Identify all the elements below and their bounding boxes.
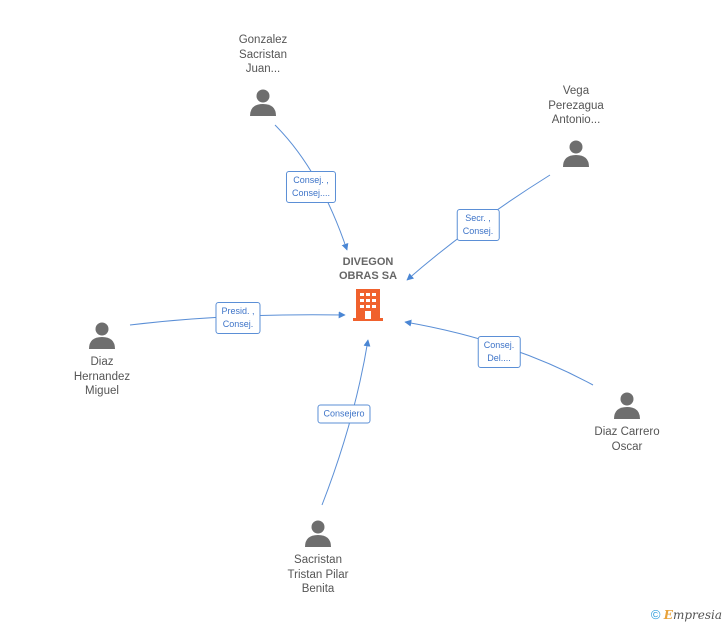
role-label-vega[interactable]: Secr. , Consej. [456,209,500,241]
building-icon[interactable] [353,287,383,321]
person-node-vega[interactable]: Vega Perezagua Antonio... [511,84,641,168]
brand-logo[interactable]: Empresia [664,608,722,622]
brand-text: mpresia [672,608,722,622]
person-name[interactable]: Vega Perezagua Antonio... [548,85,604,126]
person-name[interactable]: Gonzalez Sacristan Juan... [238,34,288,75]
role-label-gonzalez[interactable]: Consej. , Consej.... [285,171,337,203]
person-icon[interactable] [87,320,117,350]
person-icon[interactable] [248,87,278,117]
person-name[interactable]: Diaz Carrero Oscar [594,426,660,453]
person-icon[interactable] [612,390,642,420]
copyright-icon: © [650,607,661,622]
role-label-diaz-carrero[interactable]: Consej. Del.... [477,336,521,368]
role-label-sacristan[interactable]: Consejero [317,404,371,424]
person-icon[interactable] [561,138,591,168]
company-name[interactable]: DIVEGON OBRAS SA [338,256,398,282]
person-node-gonzalez[interactable]: Gonzalez Sacristan Juan... [198,33,328,117]
person-icon[interactable] [303,518,333,548]
brand-initial: E [663,608,673,622]
person-name[interactable]: Diaz Hernandez Miguel [73,356,131,397]
person-node-diaz-carrero[interactable]: Diaz Carrero Oscar [562,390,692,454]
company-node[interactable]: DIVEGON OBRAS SA [308,255,428,321]
person-name[interactable]: Sacristan Tristan Pilar Benita [287,554,349,595]
role-label-diaz-hernandez[interactable]: Presid. , Consej. [215,302,261,334]
footer-brand[interactable]: © Empresia [651,607,722,622]
person-node-diaz-hernandez[interactable]: Diaz Hernandez Miguel [37,320,167,399]
person-node-sacristan[interactable]: Sacristan Tristan Pilar Benita [253,518,383,597]
